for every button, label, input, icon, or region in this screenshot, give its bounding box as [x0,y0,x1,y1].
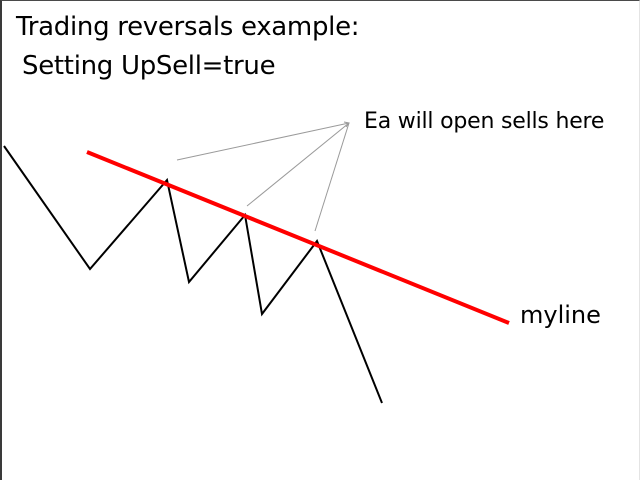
price-zigzag [3,145,383,404]
pointer-line [246,122,350,207]
diagram-title: Trading reversals example: [16,12,360,42]
sell-annotation: Ea will open sells here [364,109,605,134]
pointer-lines [176,121,350,232]
trendline-label: myline [520,301,601,329]
pointer-line [314,122,350,232]
pointer-line [176,122,350,161]
diagram-subtitle: Setting UpSell=true [22,51,276,81]
arrowhead-icon [343,121,350,128]
trendline-myline [86,150,510,325]
